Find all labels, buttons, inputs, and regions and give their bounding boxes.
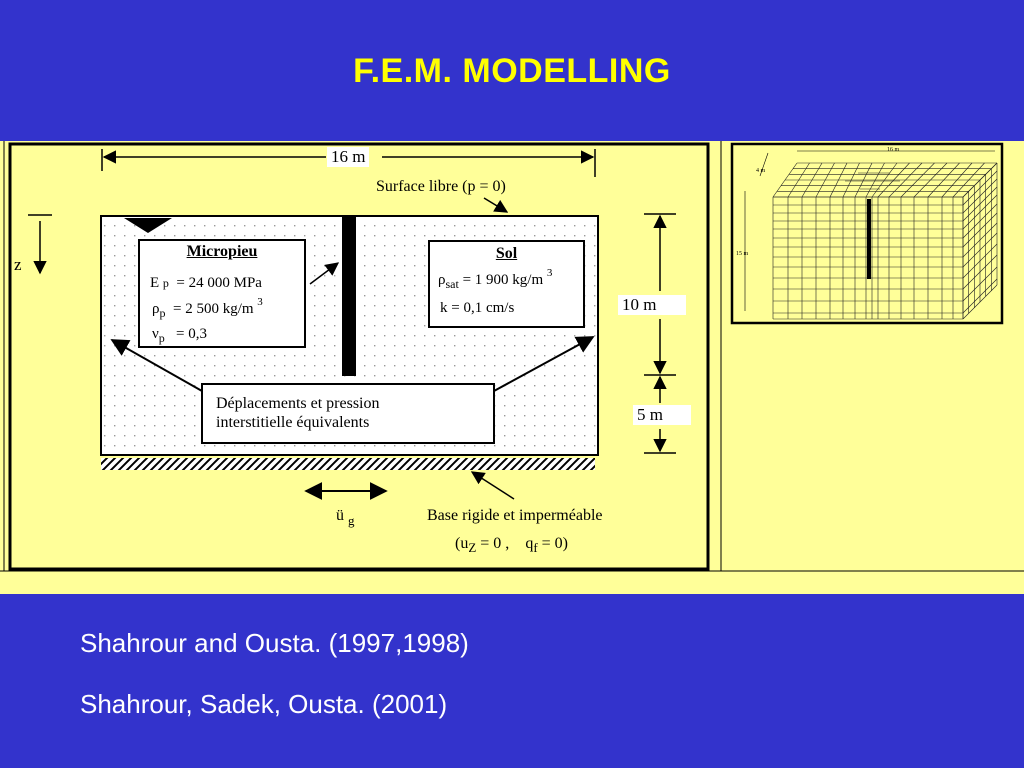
- micropile-E: E p = 24 000 MPa: [150, 275, 262, 291]
- micropile-rho: ρp = 2 500 kg/m 3: [152, 296, 263, 320]
- water-table-icon: [124, 218, 172, 233]
- width-label: 16 m: [327, 147, 370, 167]
- depth-upper-label: 10 m: [618, 295, 686, 315]
- micropile-box: [138, 239, 306, 348]
- soil-k: k = 0,1 cm/s: [440, 300, 515, 316]
- free-surface-label: Surface libre (p = 0): [376, 178, 506, 195]
- mesh-width-label: 16 m: [887, 147, 900, 153]
- soil-heading: Sol: [495, 245, 518, 262]
- mesh-half-label: 4 m: [756, 168, 766, 174]
- micropile-heading: Micropieu: [186, 243, 258, 260]
- base-label: Base rigide et imperméable: [427, 507, 603, 524]
- base-conditions: (uZ = 0 , qf = 0): [455, 535, 569, 555]
- micropile-shape: [342, 216, 356, 376]
- displacement-box: [201, 383, 495, 444]
- figure-svg: [0, 141, 1024, 572]
- micropile-nu: νp = 0,3: [152, 326, 208, 345]
- soil-rho: ρsat = 1 900 kg/m 3: [438, 267, 553, 291]
- slide-title: F.E.M. MODELLING: [353, 52, 671, 90]
- displacement-box-text: Déplacements et pression interstitielle …: [216, 395, 380, 431]
- rigid-base: [101, 458, 595, 470]
- depth-lower-label: 5 m: [633, 405, 691, 425]
- mesh-depth-label: 15 m: [736, 251, 749, 257]
- acceleration-label: ü g: [336, 507, 355, 528]
- citation-2: Shahrour, Sadek, Ousta. (2001): [80, 689, 448, 719]
- z-axis-label: z: [14, 255, 22, 274]
- citation-1: Shahrour and Ousta. (1997,1998): [80, 628, 469, 658]
- mesh-3d: [730, 142, 1004, 325]
- figure-panel: 16 m Surface libre (p = 0) z 10 m 5 m Mi…: [0, 141, 1024, 594]
- soil-box: [428, 240, 585, 328]
